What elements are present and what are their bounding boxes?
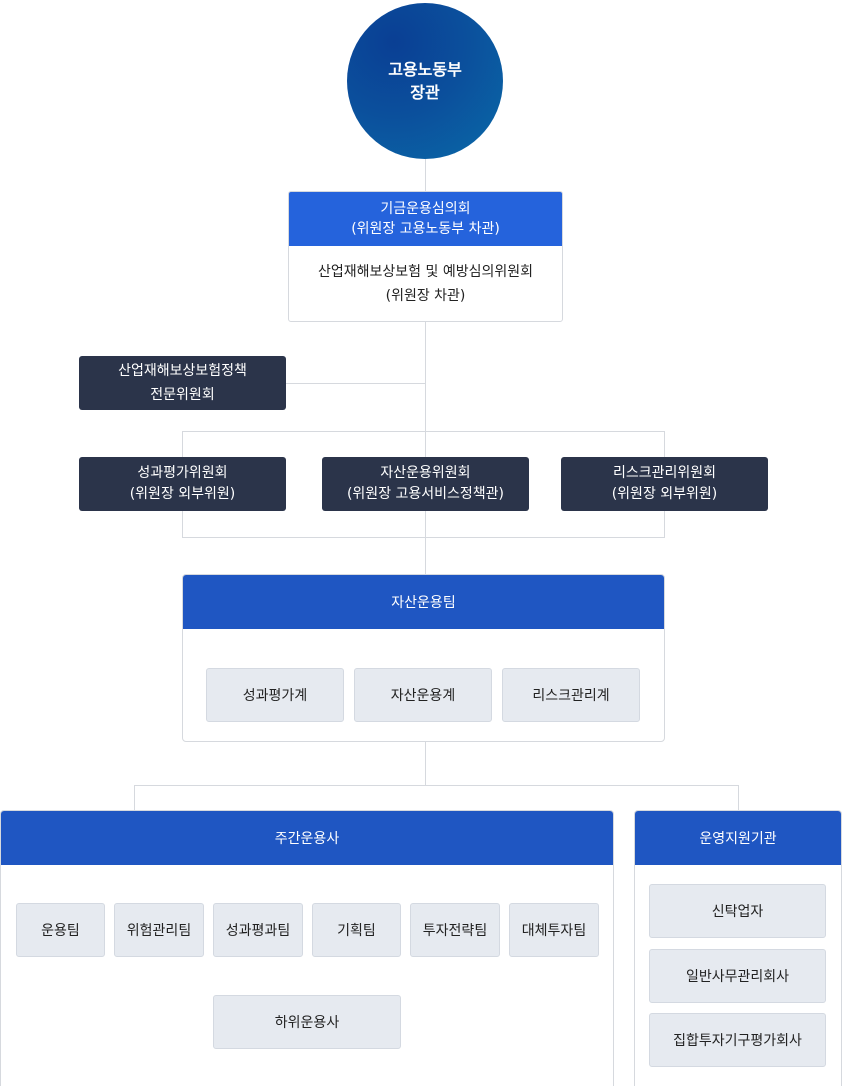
team-label: 위험관리팀 — [126, 923, 192, 939]
main-manager-header: 주간운용사 — [1, 811, 613, 865]
team-label: 운용팀 — [41, 923, 80, 939]
minister-line2: 장관 — [410, 83, 440, 102]
main-manager-title: 주간운용사 — [274, 831, 340, 847]
fund-council-header: 기금운용심의회 (위원장 고용노동부 차관) — [289, 192, 562, 246]
support-label: 일반사무관리회사 — [685, 969, 790, 985]
support-label: 신탁업자 — [711, 904, 764, 920]
support-label: 집합투자기구평가회사 — [673, 1033, 802, 1049]
unit-box-performance: 성과평가계 — [206, 668, 344, 722]
unit-label: 리스크관리계 — [532, 688, 610, 704]
insurance-council: 산업재해보상보험 및 예방심의위원회 (위원장 차관) — [289, 246, 562, 321]
committee-title: 성과평가위원회 — [137, 465, 228, 481]
policy-committee-line1: 산업재해보상보험정책 — [118, 363, 247, 379]
main-manager-panel: 주간운용사 — [0, 810, 614, 1086]
unit-box-risk: 리스크관리계 — [502, 668, 640, 722]
policy-committee-box: 산업재해보상보험정책 전문위원회 — [79, 356, 286, 410]
sub-manager-label: 하위운용사 — [274, 1015, 340, 1031]
performance-committee-box: 성과평가위원회 (위원장 외부위원) — [79, 457, 286, 511]
fund-council-box: 기금운용심의회 (위원장 고용노동부 차관) 산업재해보상보험 및 예방심의위원… — [288, 191, 563, 322]
fund-council-chair: (위원장 고용노동부 차관) — [351, 221, 500, 237]
minister-line1: 고용노동부 — [388, 60, 462, 79]
committee-chair: (위원장 외부위원) — [129, 486, 236, 502]
risk-committee-box: 리스크관리위원회 (위원장 외부위원) — [561, 457, 768, 511]
team-label: 투자전략팀 — [422, 923, 488, 939]
unit-label: 성과평가계 — [242, 688, 308, 704]
insurance-council-title: 산업재해보상보험 및 예방심의위원회 — [318, 264, 533, 280]
team-box-operations: 운용팀 — [16, 903, 105, 957]
committee-title: 리스크관리위원회 — [612, 465, 717, 481]
team-box-planning: 기획팀 — [312, 903, 401, 957]
committee-title: 자산운용위원회 — [380, 465, 471, 481]
policy-committee-line2: 전문위원회 — [150, 387, 215, 403]
asset-committee-box: 자산운용위원회 (위원장 고용서비스정책관) — [322, 457, 529, 511]
sub-manager-box: 하위운용사 — [213, 995, 401, 1049]
insurance-council-chair: (위원장 차관) — [385, 288, 466, 304]
team-label: 성과평과팀 — [225, 923, 291, 939]
committee-chair: (위원장 외부위원) — [611, 486, 718, 502]
fund-council-title: 기금운용심의회 — [380, 201, 471, 217]
asset-team-title: 자산운용팀 — [391, 595, 456, 611]
team-box-strategy: 투자전략팀 — [410, 903, 500, 957]
team-label: 기획팀 — [337, 923, 376, 939]
unit-label: 자산운용계 — [390, 688, 456, 704]
team-box-alternative: 대체투자팀 — [509, 903, 599, 957]
support-header: 운영지원기관 — [635, 811, 841, 865]
support-box-admin: 일반사무관리회사 — [649, 949, 826, 1003]
support-title: 운영지원기관 — [699, 831, 777, 847]
support-box-trustee: 신탁업자 — [649, 884, 826, 938]
unit-box-asset: 자산운용계 — [354, 668, 492, 722]
asset-team-header: 자산운용팀 — [183, 575, 664, 629]
minister-node: 고용노동부 장관 — [347, 3, 503, 159]
support-box-evaluator: 집합투자기구평가회사 — [649, 1013, 826, 1067]
committee-chair: (위원장 고용서비스정책관) — [346, 486, 505, 502]
team-box-risk: 위험관리팀 — [114, 903, 204, 957]
team-box-performance: 성과평과팀 — [213, 903, 303, 957]
team-label: 대체투자팀 — [521, 923, 587, 939]
